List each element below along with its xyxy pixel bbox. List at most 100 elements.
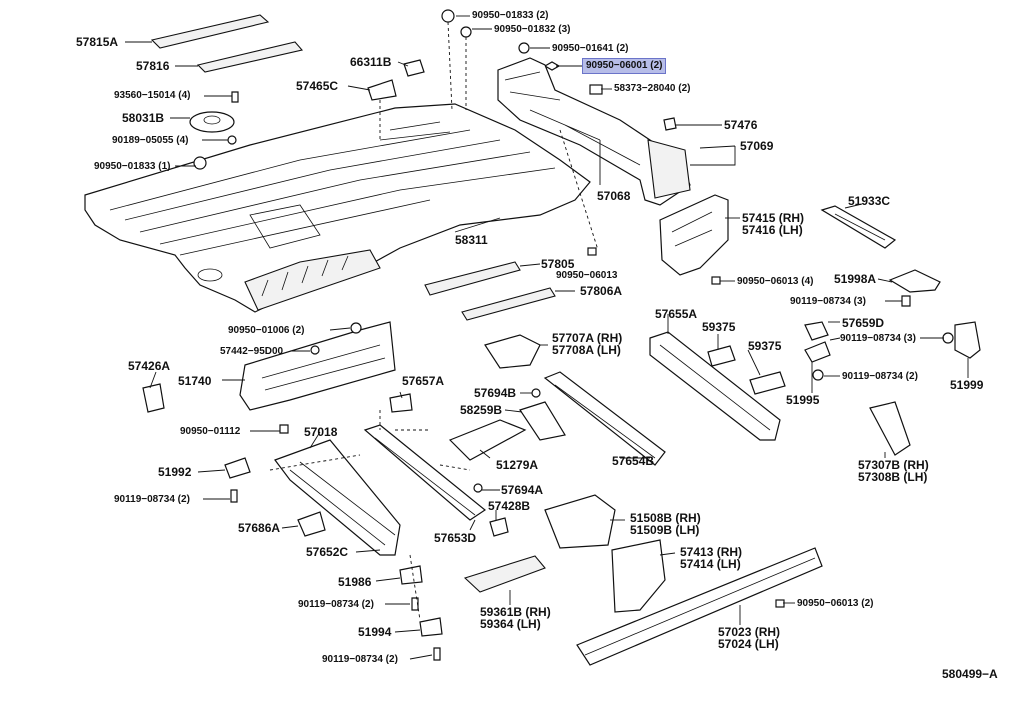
label-59364-lh: 59364 (LH): [480, 617, 541, 631]
label-57708A-lh: 57708A (LH): [552, 343, 621, 357]
part-57654B: [543, 371, 666, 466]
label-57694A: 57694A: [501, 483, 544, 497]
part-51998A: [888, 269, 941, 293]
label-90119-08734-2c: 90119−08734 (2): [298, 599, 374, 610]
leader-lines: [125, 15, 969, 660]
clip-90950-01833: [441, 9, 455, 23]
label-57416-lh: 57416 (LH): [742, 223, 803, 237]
label-57659D: 57659D: [842, 316, 885, 330]
label-51508B-51509B: 51508B (RH) 51509B (LH): [630, 512, 701, 536]
label-59375b: 59375: [748, 339, 782, 353]
label-57415-57416: 57415 (RH) 57416 (LH): [742, 212, 804, 236]
part-57018: [274, 439, 401, 556]
label-57023-57024: 57023 (RH) 57024 (LH): [718, 626, 780, 650]
part-51933C: [820, 205, 897, 249]
label-57655A: 57655A: [655, 307, 698, 321]
label-57023-rh: 57023 (RH): [718, 625, 781, 639]
label-57068: 57068: [597, 189, 631, 203]
label-57805: 57805: [541, 257, 575, 271]
label-90950-01833-2: 90950−01833 (2): [472, 10, 549, 21]
nut-90189-05055: [227, 135, 237, 145]
label-57815A: 57815A: [76, 35, 119, 49]
label-57654B: 57654B: [612, 454, 655, 468]
label-58031B: 58031B: [122, 111, 165, 125]
clip-90950-01641: [518, 42, 530, 54]
label-58373-28040-2: 58373−28040 (2): [614, 83, 691, 94]
part-66311B: [403, 59, 425, 77]
clip-90950-01833-1: [193, 156, 207, 170]
label-90119-08734-3a: 90119−08734 (3): [790, 296, 866, 307]
label-51995: 51995: [786, 393, 820, 407]
label-57024-lh: 57024 (LH): [718, 637, 779, 651]
label-90950-06013-2: 90950−06013 (2): [797, 598, 874, 609]
part-51986: [399, 565, 423, 585]
part-57426A: [142, 383, 165, 413]
label-90950-06013: 90950−06013: [556, 270, 618, 281]
label-57414-lh: 57414 (LH): [680, 557, 741, 571]
part-57686A: [297, 511, 326, 537]
label-57413-rh: 57413 (RH): [680, 545, 743, 559]
label-57657A: 57657A: [402, 374, 445, 388]
label-90119-08734-3b: 90119−08734 (3): [840, 333, 916, 344]
part-51994: [419, 617, 443, 637]
label-51279A: 51279A: [496, 458, 539, 472]
diagram-id: 580499−A: [942, 667, 998, 681]
label-51999: 51999: [950, 378, 984, 392]
rear-crossmember: [497, 57, 691, 206]
tape-58373-28040: [589, 84, 603, 95]
part-51995: [804, 341, 831, 363]
part-51999: [954, 321, 981, 359]
label-90950-01112: 90950−01112: [180, 426, 241, 437]
label-59375a: 59375: [702, 320, 736, 334]
label-51994: 51994: [358, 625, 392, 639]
label-57686A: 57686A: [238, 521, 281, 535]
part-51992: [224, 457, 251, 479]
label-51509B-lh: 51509B (LH): [630, 523, 700, 537]
part-57816: [196, 41, 304, 73]
part-57707A: [484, 334, 541, 369]
label-57694B: 57694B: [474, 386, 517, 400]
label-57652C: 57652C: [306, 545, 349, 559]
label-51986: 51986: [338, 575, 372, 589]
part-57465C: [367, 79, 397, 101]
label-90950-01006-2: 90950−01006 (2): [228, 325, 305, 336]
label-90189-05055-4: 90189−05055 (4): [112, 135, 189, 146]
label-57307B-rh: 57307B (RH): [858, 458, 929, 472]
label-57426A: 57426A: [128, 359, 171, 373]
part-57657A: [389, 393, 413, 413]
label-90119-08734-2b: 90119−08734 (2): [114, 494, 190, 505]
part-59361B: [463, 555, 546, 593]
bolt-93560-15014: [231, 91, 239, 103]
label-51740: 51740: [178, 374, 212, 388]
label-59361B-59364: 59361B (RH) 59364 (LH): [480, 606, 551, 630]
label-66311B: 66311B: [350, 55, 392, 69]
part-57653D: [363, 424, 487, 521]
label-57413-57414: 57413 (RH) 57414 (LH): [680, 546, 742, 570]
label-90119-08734-2d: 90119−08734 (2): [322, 654, 398, 665]
part-59375a: [707, 345, 736, 367]
label-57653D: 57653D: [434, 531, 477, 545]
part-57413: [611, 539, 666, 613]
label-57415-rh: 57415 (RH): [742, 211, 805, 225]
label-58311: 58311: [455, 233, 488, 247]
label-57069: 57069: [740, 139, 774, 153]
label-57307B-57308B: 57307B (RH) 57308B (LH): [858, 459, 929, 483]
part-51740: [239, 321, 396, 411]
part-57428B: [489, 517, 509, 537]
part-57307B: [869, 401, 911, 456]
label-90950-01833-1: 90950−01833 (1): [94, 161, 171, 172]
label-57308B-lh: 57308B (LH): [858, 470, 928, 484]
label-57018: 57018: [304, 425, 338, 439]
label-59361B-rh: 59361B (RH): [480, 605, 551, 619]
label-57816: 57816: [136, 59, 170, 73]
label-90950-06013-4: 90950−06013 (4): [737, 276, 814, 287]
part-59375b: [749, 371, 786, 395]
part-51279A: [448, 419, 527, 461]
label-90950-06001-2-highlighted[interactable]: 90950−06001 (2): [582, 58, 667, 74]
label-57428B: 57428B: [488, 499, 531, 513]
label-57806A: 57806A: [580, 284, 623, 298]
part-58259B: [519, 401, 566, 441]
part-57415: [659, 194, 729, 276]
